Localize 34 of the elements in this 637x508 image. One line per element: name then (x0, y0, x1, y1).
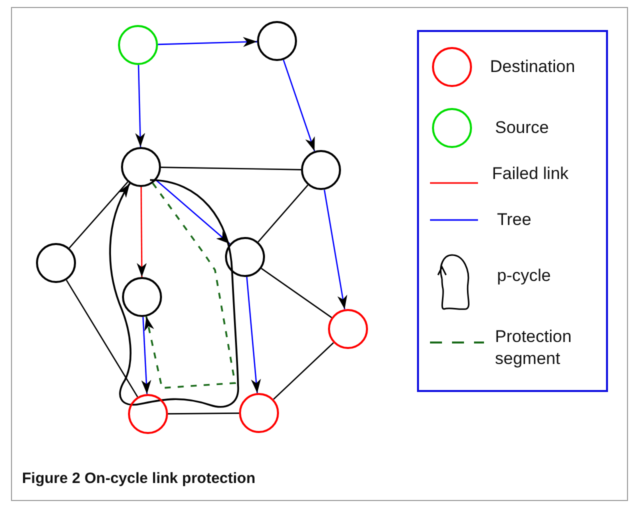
dashed-arrow (144, 182, 236, 389)
node-circle (328, 309, 368, 349)
node-circle (301, 150, 341, 190)
legend-label: Source (495, 117, 550, 139)
node-circle (121, 147, 161, 187)
link-line (160, 166, 302, 170)
arrow (141, 316, 152, 394)
arrow (324, 190, 348, 310)
node-circle (122, 277, 162, 317)
node-circle (225, 237, 265, 277)
p-cycle-loop (109, 179, 239, 408)
link-line (261, 268, 332, 318)
node-circle (118, 25, 158, 65)
link-line (168, 412, 239, 414)
node-circle (239, 393, 279, 433)
figure-caption: Figure 2 On-cycle link protection (22, 470, 256, 487)
legend-label: Tree (497, 209, 532, 231)
arrow (158, 36, 258, 47)
node-circle (257, 21, 297, 61)
arrow (156, 180, 230, 244)
legend-label: Protection segment (495, 326, 573, 370)
legend-label: p-cycle (497, 265, 552, 287)
node-circle (36, 243, 76, 283)
arrow (136, 187, 147, 277)
link-line (66, 280, 138, 398)
link-line (68, 182, 128, 248)
link-line (258, 184, 308, 242)
link-line (273, 342, 334, 400)
arrow (246, 276, 261, 394)
node-circle (128, 394, 168, 434)
legend-label: Destination (490, 56, 576, 78)
arrow (135, 64, 146, 148)
arrow (282, 60, 316, 152)
legend-label: Failed link (492, 163, 570, 185)
